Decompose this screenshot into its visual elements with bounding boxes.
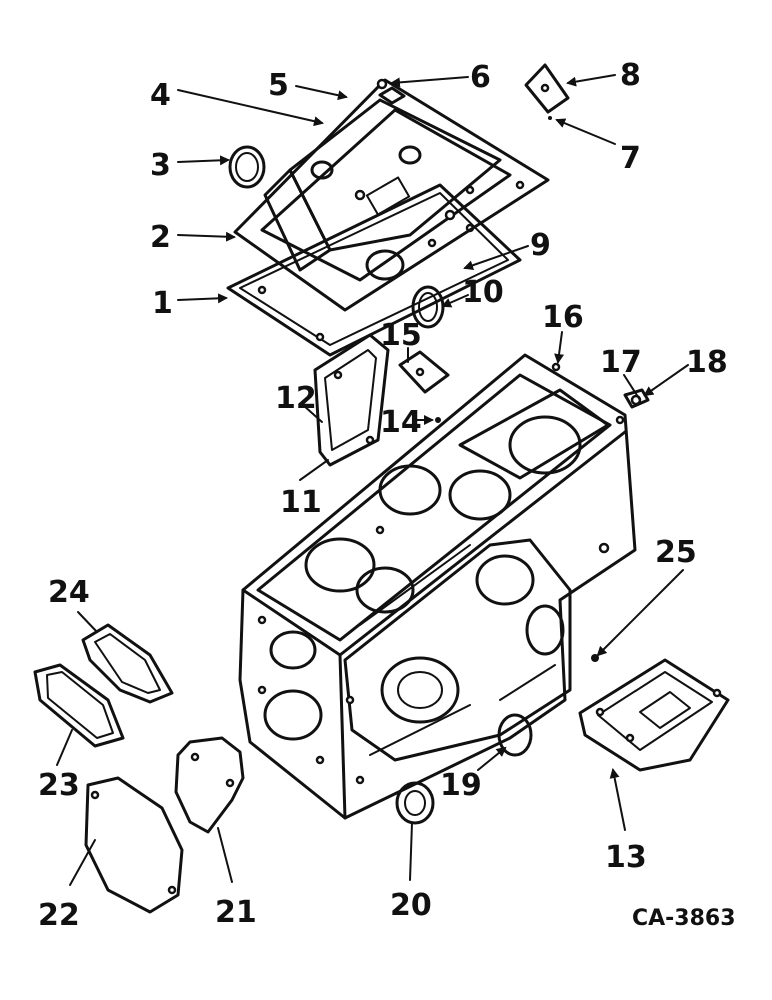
top-cover [233, 78, 550, 312]
callout-2: 2 [150, 220, 171, 255]
callout-14: 14 [380, 405, 422, 440]
callout-24: 24 [48, 575, 90, 610]
pan-cover-13 [578, 658, 730, 772]
gasket-22 [84, 776, 184, 914]
callout-6: 6 [470, 60, 491, 95]
seal-ring-19 [497, 713, 533, 757]
callout-11: 11 [280, 485, 322, 520]
callout-18: 18 [686, 345, 728, 380]
seal-ring-3 [228, 145, 266, 189]
callout-19: 19 [440, 768, 482, 803]
callout-20: 20 [390, 888, 432, 923]
callout-16: 16 [542, 300, 584, 335]
callout-5: 5 [268, 68, 289, 103]
bolt-7 [548, 116, 552, 120]
callout-3: 3 [150, 148, 171, 183]
gasket-23 [33, 663, 125, 748]
callout-15: 15 [380, 318, 422, 353]
callout-22: 22 [38, 898, 80, 933]
drawing-code: CA-3863 [632, 906, 736, 931]
plug-6 [376, 78, 388, 90]
callout-23: 23 [38, 768, 80, 803]
callout-10: 10 [462, 275, 504, 310]
callout-13: 13 [605, 840, 647, 875]
callout-8: 8 [620, 58, 641, 93]
fitting-17-18 [623, 388, 650, 409]
callout-12: 12 [275, 381, 317, 416]
cover-plate-11-12 [313, 333, 390, 467]
callout-4: 4 [150, 78, 171, 113]
callout-7: 7 [620, 141, 641, 176]
callout-21: 21 [215, 895, 257, 930]
callout-25: 25 [655, 535, 697, 570]
plate-8 [524, 63, 570, 114]
plate-15 [398, 350, 450, 394]
gasket-24 [81, 623, 174, 704]
callout-9: 9 [530, 228, 551, 263]
plug-14 [435, 417, 441, 423]
seal-ring-20 [395, 781, 435, 825]
callout-17: 17 [600, 345, 642, 380]
leader-lines [56, 74, 689, 886]
gasket-21 [174, 736, 245, 834]
callout-1: 1 [152, 286, 173, 321]
transmission-case [238, 353, 637, 820]
